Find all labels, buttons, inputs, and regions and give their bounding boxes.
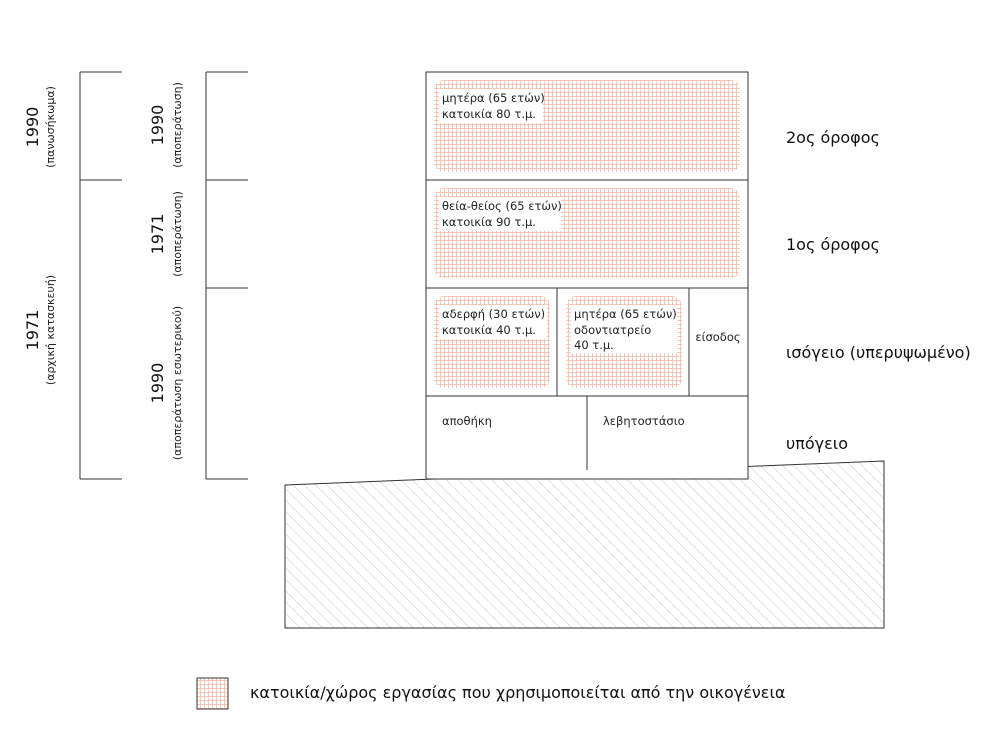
room-label: οδοντιατρείο bbox=[574, 323, 651, 337]
legend-swatch bbox=[196, 677, 229, 710]
year-note: (αποπεράτωση εσωτερικού) bbox=[171, 306, 184, 460]
year-label: 1990 bbox=[23, 107, 42, 148]
year-note: (αποπεράτωση) bbox=[171, 82, 184, 168]
year-label: 1990 bbox=[148, 363, 167, 404]
room-label: μητέρα (65 ετών) bbox=[574, 307, 677, 321]
year-label: 1990 bbox=[148, 105, 167, 146]
floor-label: ισόγειο (υπερυψωμένο) bbox=[786, 343, 971, 362]
timeline-bracket-left bbox=[79, 71, 122, 480]
room-label: αποθήκη bbox=[442, 414, 492, 428]
year-label: 1971 bbox=[148, 214, 167, 255]
legend-label: κατοικία/χώρος εργασίας που χρησιμοποιεί… bbox=[250, 683, 785, 702]
year-note: (αποπεράτωση) bbox=[171, 191, 184, 277]
room-label: κατοικία 90 τ.μ. bbox=[442, 215, 536, 229]
floor-label: 1ος όροφος bbox=[786, 235, 880, 254]
room-label: θεία-θείος (65 ετών) bbox=[442, 199, 562, 213]
room-label: κατοικία 80 τ.μ. bbox=[442, 107, 536, 121]
timeline-bracket-right bbox=[205, 71, 248, 480]
year-label: 1971 bbox=[23, 310, 42, 351]
ground-hatch bbox=[284, 460, 885, 629]
room-label: κατοικία 40 τ.μ. bbox=[442, 323, 536, 337]
room-label: αδερφή (30 ετών) bbox=[442, 307, 545, 321]
year-note: (πανωσήκωμα) bbox=[44, 86, 57, 168]
year-note: (αρχική κατασκευή) bbox=[44, 275, 57, 385]
floor-label: υπόγειο bbox=[786, 434, 848, 453]
room-label: 40 τ.μ. bbox=[574, 338, 614, 352]
room-label: είσοδος bbox=[695, 330, 740, 344]
room-label: λεβητοστάσιο bbox=[603, 414, 685, 428]
floor-label: 2ος όροφος bbox=[786, 128, 880, 147]
room-label: μητέρα (65 ετών) bbox=[442, 91, 545, 105]
